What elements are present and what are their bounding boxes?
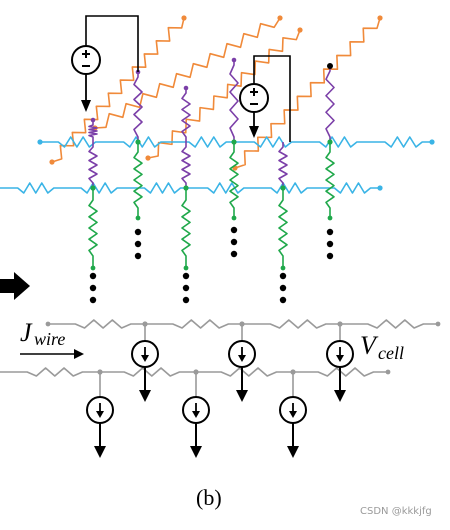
ellipsis-dot	[89, 272, 97, 280]
current-source-icon-arrow-head	[238, 355, 246, 362]
word-line-end-dot	[49, 159, 55, 165]
source1-wire-top	[85, 15, 139, 72]
right-arrow-icon	[0, 272, 30, 300]
word-line-4	[234, 17, 381, 169]
ellipsis-dot	[230, 250, 238, 258]
ellipsis-dot	[89, 284, 97, 292]
memristor-node-dot	[327, 139, 333, 145]
current-source-icon-arrow-head	[289, 411, 297, 418]
current-direction-arrowhead	[74, 349, 84, 359]
bit-line-2	[0, 182, 380, 194]
source2-arrowhead	[249, 126, 259, 138]
memristor-node-dot	[231, 139, 237, 145]
selector-node-dot	[231, 57, 237, 63]
memristor-node-dot	[90, 185, 96, 191]
ellipsis-dot	[279, 284, 287, 292]
memristor-resistor	[229, 142, 239, 218]
current-label: J wire	[20, 318, 84, 359]
selector-resistor	[181, 142, 191, 188]
watermark: CSDN @kkkjfg	[360, 506, 432, 517]
selector-resistor	[325, 66, 335, 142]
memristor-node-dot	[183, 185, 189, 191]
word-line-end-dot	[297, 27, 303, 33]
bottom-wire-end-dot	[385, 369, 391, 375]
voltage-label-sub: cell	[378, 343, 404, 363]
memristor-resistor	[88, 188, 98, 268]
current-source-icon-arrow-head	[192, 411, 200, 418]
selector-node-dot	[90, 117, 96, 123]
bit-line-end-dot	[429, 139, 435, 145]
selector-resistor	[88, 142, 98, 188]
selector-resistor	[278, 142, 288, 188]
ellipsis-dot	[89, 296, 97, 304]
current-label-sub: wire	[34, 329, 65, 349]
selector-resistor	[133, 72, 143, 142]
ellipsis-dot	[182, 284, 190, 292]
memristor-end-dot	[90, 265, 96, 271]
memristor-end-dot	[327, 215, 333, 221]
memristor-end-dot	[280, 265, 286, 271]
memristor-node-dot	[135, 139, 141, 145]
devices-layer	[37, 15, 441, 375]
wires-layer	[0, 17, 438, 377]
word-line-2	[94, 17, 281, 129]
source1-arrowhead	[81, 100, 91, 112]
bottom-wire-end-dot	[45, 321, 51, 327]
memristor-node-dot	[280, 185, 286, 191]
panel-label: (b)	[196, 485, 222, 510]
current-source-icon-arrow-head	[141, 355, 149, 362]
memristor-end-dot	[183, 265, 189, 271]
ellipsis-dot	[230, 238, 238, 246]
current-source-icon-arrow-head	[336, 355, 344, 362]
memristor-end-dot	[231, 215, 237, 221]
bottom-wire-end-dot	[435, 321, 441, 327]
bit-line-end-dot	[37, 139, 43, 145]
memristor-resistor	[278, 188, 288, 268]
word-line-end-dot	[145, 155, 151, 161]
voltage-label: V cell	[360, 331, 404, 363]
sources-layer	[71, 15, 354, 458]
ellipsis-dot	[182, 296, 190, 304]
current-source-icon-out-head	[334, 390, 346, 402]
selector-resistor	[229, 60, 239, 142]
current-source-icon-out-head	[236, 390, 248, 402]
bit-line-end-dot	[377, 185, 383, 191]
voltage-label-main: V	[360, 331, 379, 360]
current-source-icon-out-head	[94, 446, 106, 458]
ellipsis-dot	[326, 228, 334, 236]
memristor-resistor	[133, 142, 143, 218]
current-source-icon-out-head	[287, 446, 299, 458]
ellipsis-dot	[134, 228, 142, 236]
top-node-dot	[327, 63, 333, 69]
ellipsis-dot	[134, 252, 142, 260]
memristor-resistor	[325, 142, 335, 218]
ellipsis-dot	[134, 240, 142, 248]
ellipsis-dot	[230, 226, 238, 234]
selector-resistor	[181, 88, 191, 142]
source2-wire-top	[253, 55, 291, 142]
current-label-main: J	[20, 318, 33, 347]
current-source-icon-out-head	[139, 390, 151, 402]
word-line-1	[51, 17, 185, 163]
current-source-icon-arrow-head	[96, 411, 104, 418]
word-line-end-dot	[277, 15, 283, 21]
ellipsis-dot	[279, 296, 287, 304]
ellipsis-dot	[182, 272, 190, 280]
word-line-3	[147, 29, 301, 159]
selector-node-dot	[183, 85, 189, 91]
ellipsis-dot	[326, 240, 334, 248]
memristor-resistor	[181, 188, 191, 268]
word-line-end-dot	[377, 15, 383, 21]
memristor-end-dot	[135, 215, 141, 221]
ellipsis-dot	[279, 272, 287, 280]
current-source-icon-out-head	[190, 446, 202, 458]
ellipsis-dot	[326, 252, 334, 260]
selector-resistor	[88, 120, 98, 142]
word-line-end-dot	[181, 15, 187, 21]
